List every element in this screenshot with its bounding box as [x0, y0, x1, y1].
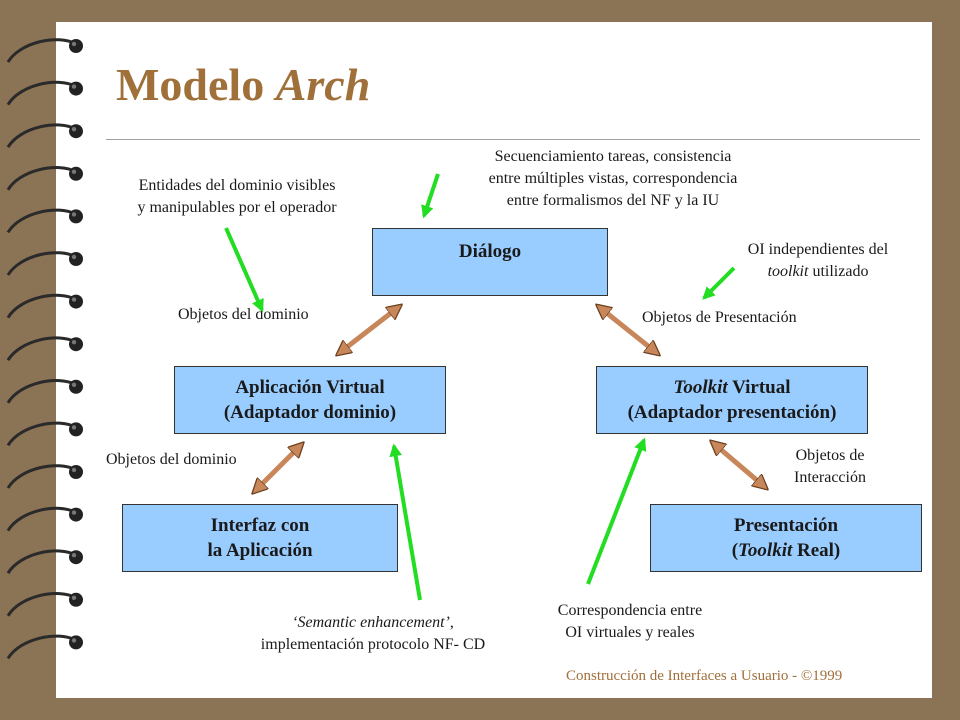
box-interfaz-line2: la Aplicación: [207, 540, 313, 561]
label-entidades-line2: y manipulables por el operador: [137, 199, 337, 216]
label-objetos-dominio-top: Objetos del dominio: [178, 306, 309, 323]
presentacion-rest: Real): [792, 540, 841, 561]
label-entidades: Entidades del dominio visibles y manipul…: [104, 175, 370, 219]
title-italic: Arch: [275, 59, 371, 110]
label-objetos-dominio-bottom: Objetos del dominio: [106, 451, 237, 468]
label-semantic-comma: ,: [449, 614, 454, 631]
label-objetos-interaccion-line1: Objetos de: [795, 447, 865, 464]
box-dialogo-label: Diálogo: [458, 241, 522, 262]
binding-ring: [6, 293, 83, 319]
label-correspondencia: Correspondencia entre OI virtuales y rea…: [528, 600, 732, 644]
binding-ring: [6, 166, 83, 191]
label-oi-indep-rest: utilizado: [808, 263, 869, 280]
box-aplicacion-virtual-line1: Aplicación Virtual: [235, 377, 385, 398]
label-objetos-interaccion: Objetos de Interacción: [770, 445, 890, 489]
label-correspondencia-line2: OI virtuales y reales: [565, 624, 695, 641]
label-semantic-italic: ‘Semantic enhancement’: [292, 614, 450, 631]
box-interfaz-line1: Interfaz con: [210, 515, 310, 536]
box-aplicacion-virtual: Aplicación Virtual (Adaptador dominio): [174, 366, 446, 434]
page-title: Modelo Arch: [116, 58, 370, 111]
binding-ring: [6, 38, 83, 63]
box-toolkit-virtual-line1: Toolkit Virtual: [597, 375, 867, 400]
binding-ring: [6, 251, 83, 276]
label-objetos-presentacion: Objetos de Presentación: [642, 309, 797, 326]
binding-ring: [6, 379, 83, 404]
title-main: Modelo: [116, 59, 265, 110]
box-presentacion-line2: (Toolkit Real): [651, 538, 921, 563]
toolkit-italic: Toolkit: [673, 377, 728, 398]
presentacion-toolkit-italic: Toolkit: [738, 540, 793, 561]
binding-ring: [6, 208, 83, 234]
toolkit-virtual-rest: Virtual: [727, 377, 791, 398]
binding-ring: [6, 336, 83, 362]
label-semantic-enhancement: ‘Semantic enhancement’, implementación p…: [216, 612, 530, 656]
label-oi-independientes: OI independientes del toolkit utilizado: [720, 239, 916, 283]
presentacion-open-paren: (: [731, 540, 739, 561]
label-secuenciamiento-line3: entre formalismos del NF y la IU: [506, 192, 720, 209]
slide-canvas: [56, 22, 932, 698]
binding-ring: [6, 123, 83, 149]
footer-copyright: Construcción de Interfaces a Usuario - ©…: [566, 668, 843, 684]
spiral-binding: [6, 38, 83, 660]
box-presentacion: Presentación (Toolkit Real): [650, 504, 922, 572]
box-presentacion-line1: Presentación: [733, 515, 839, 536]
label-secuenciamiento-line2: entre múltiples vistas, correspondencia: [488, 170, 738, 187]
box-aplicacion-virtual-line2: (Adaptador dominio): [223, 402, 397, 423]
box-interfaz-aplicacion: Interfaz con la Aplicación: [122, 504, 398, 572]
label-oi-indep-toolkit: toolkit: [767, 263, 809, 280]
binding-ring: [6, 464, 83, 489]
binding-ring: [6, 80, 83, 106]
label-semantic-line1: ‘Semantic enhancement’,: [216, 612, 530, 634]
box-dialogo: Diálogo: [372, 228, 608, 296]
label-entidades-line1: Entidades del dominio visibles: [138, 177, 336, 194]
label-semantic-line2: implementación protocolo NF- CD: [260, 636, 486, 653]
label-secuenciamiento-line1: Secuenciamiento tareas, consistencia: [494, 148, 732, 165]
box-toolkit-virtual-line2: (Adaptador presentación): [627, 402, 837, 423]
label-secuenciamiento: Secuenciamiento tareas, consistencia ent…: [440, 146, 786, 212]
label-objetos-interaccion-line2: Interacción: [794, 469, 866, 486]
title-divider: [106, 139, 920, 140]
label-correspondencia-line1: Correspondencia entre: [557, 602, 703, 619]
binding-ring: [6, 506, 83, 532]
box-toolkit-virtual: Toolkit Virtual (Adaptador presentación): [596, 366, 868, 434]
binding-ring: [6, 592, 83, 617]
binding-ring: [6, 421, 83, 447]
label-oi-indep-line2: toolkit utilizado: [720, 261, 916, 283]
label-oi-indep-line1: OI independientes del: [747, 241, 889, 258]
binding-ring: [6, 549, 83, 575]
binding-ring: [6, 634, 83, 660]
